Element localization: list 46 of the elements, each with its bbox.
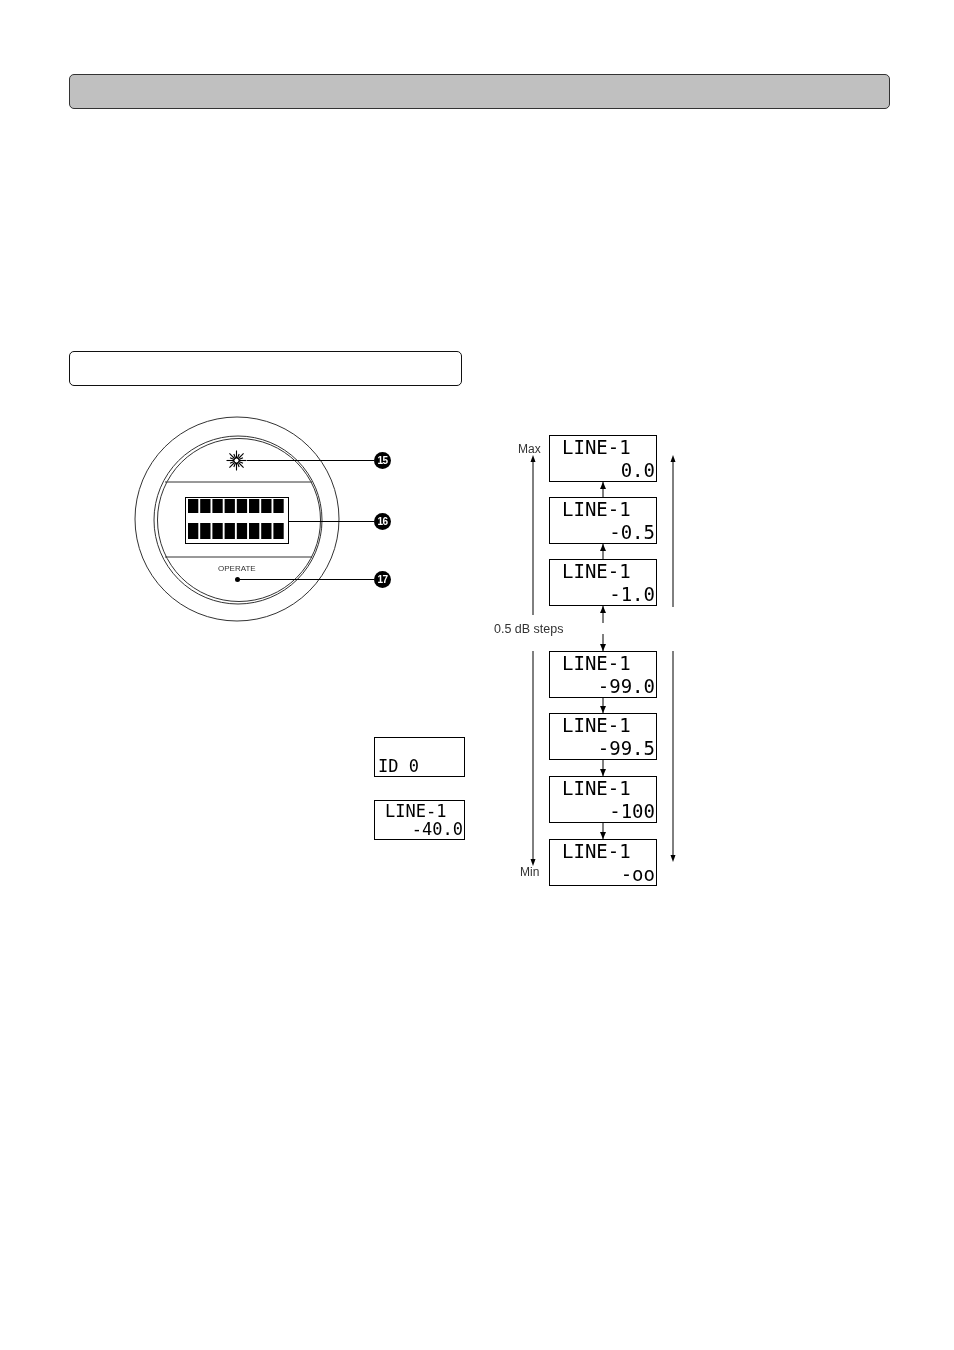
arrow <box>600 822 606 840</box>
display-text: LINE-1 <box>385 802 447 820</box>
starburst-icon <box>226 450 247 471</box>
leader-line <box>246 460 375 461</box>
display-text: LINE-1 <box>562 653 631 673</box>
callout-number: 17 <box>374 571 391 588</box>
display-text: 0.0 <box>620 460 655 480</box>
header-bar <box>69 74 890 109</box>
display-text: LINE-1 <box>562 778 631 798</box>
display-text: -99.5 <box>597 738 655 758</box>
lcd-display <box>549 435 657 482</box>
leader-line <box>288 521 375 522</box>
lcd-display <box>374 737 465 777</box>
display-text: -99.0 <box>597 676 655 696</box>
lcd-display <box>374 800 465 840</box>
display-text: -100 <box>609 801 655 821</box>
callout-number: 16 <box>374 513 391 530</box>
lcd-display <box>549 776 657 823</box>
arrow <box>600 759 606 777</box>
display-text: LINE-1 <box>562 561 631 581</box>
display-text: -40.0 <box>411 820 463 838</box>
leader-line <box>239 579 375 580</box>
display-text: LINE-1 <box>562 437 631 457</box>
lcd-display <box>549 559 657 606</box>
arrow <box>600 481 606 498</box>
lcd-display <box>185 497 289 544</box>
arrow <box>600 543 606 560</box>
arrow <box>600 605 606 624</box>
display-text: LINE-1 <box>562 841 631 861</box>
display-text: -oo <box>620 864 655 884</box>
display-text: ID 0 <box>378 757 419 775</box>
step-note: 0.5 dB steps <box>494 623 564 636</box>
indicator-label: OPERATE <box>218 565 256 573</box>
callout-number: 15 <box>374 452 391 469</box>
arrow <box>600 633 606 652</box>
indicator-dot-icon <box>235 577 240 582</box>
display-text: LINE-1 <box>562 715 631 735</box>
arrow <box>600 697 606 714</box>
lcd-display <box>549 713 657 760</box>
lcd-display <box>549 839 657 886</box>
lcd-display <box>549 651 657 698</box>
lcd-display <box>549 497 657 544</box>
section-heading-bar <box>69 351 462 386</box>
display-text: LINE-1 <box>562 499 631 519</box>
display-text: -1.0 <box>609 584 655 604</box>
display-text: -0.5 <box>609 522 655 542</box>
